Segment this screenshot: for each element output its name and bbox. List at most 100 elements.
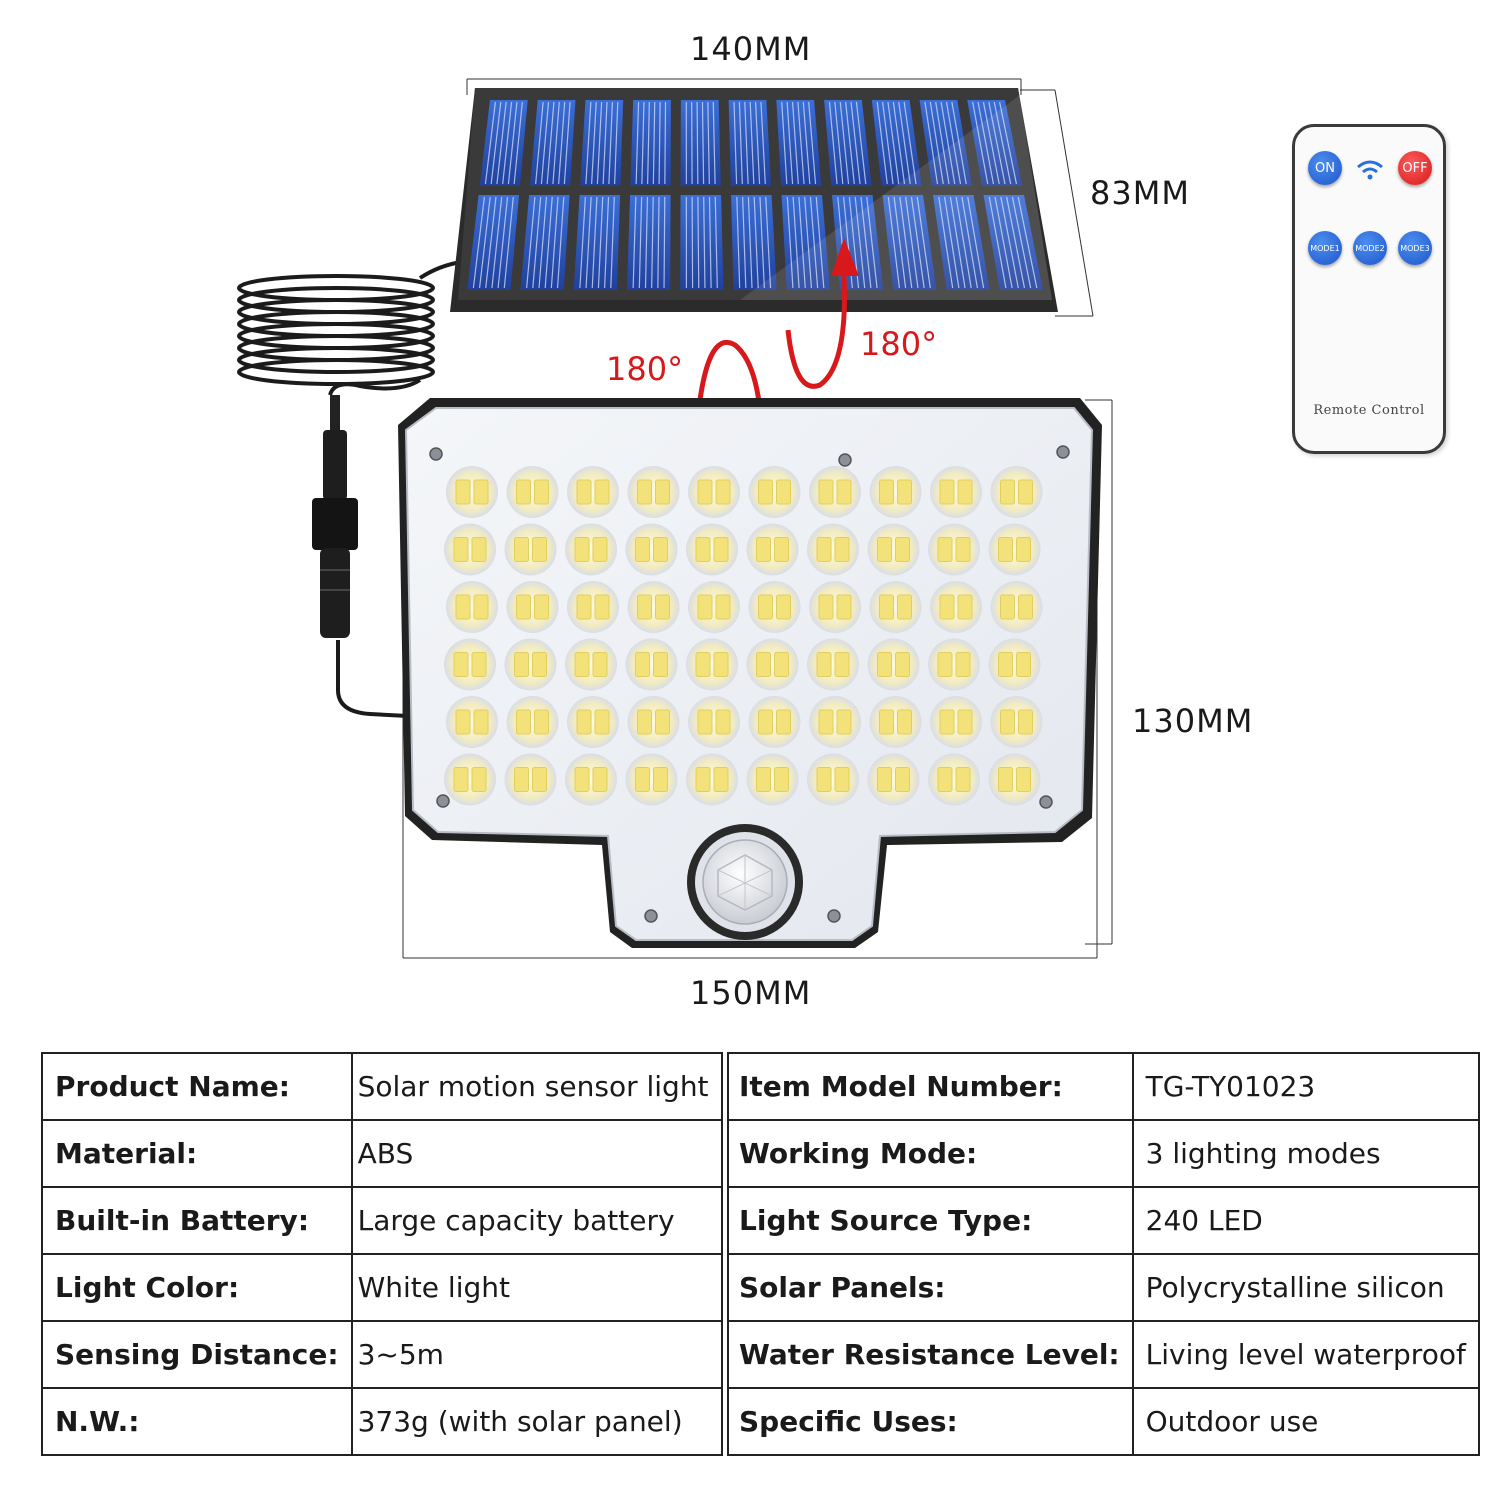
- led-chip: [895, 537, 910, 562]
- cell-busbar: [982, 101, 1000, 185]
- rotation-arrow-right: [785, 274, 847, 389]
- cell-busbar: [513, 101, 523, 185]
- led: [444, 753, 496, 806]
- led-chip: [998, 537, 1013, 562]
- led-chip: [471, 652, 487, 677]
- cell-busbar: [828, 101, 838, 185]
- table-row: Built-in Battery:Large capacity battery: [41, 1186, 723, 1255]
- cell-busbar: [538, 196, 548, 289]
- cell-busbar: [845, 101, 855, 185]
- led-chip: [937, 537, 953, 562]
- led: [807, 753, 859, 806]
- led-chip: [697, 709, 713, 735]
- cell-busbar: [591, 101, 597, 185]
- led: [930, 466, 982, 518]
- cell-busbar: [809, 196, 819, 289]
- led: [446, 466, 498, 518]
- spec-value: TG-TY01023: [1131, 1052, 1480, 1121]
- led-chip: [758, 709, 773, 735]
- led-chip: [697, 479, 713, 505]
- led: [567, 696, 619, 748]
- led: [627, 466, 680, 518]
- cell-busbar: [899, 196, 913, 289]
- led-chip: [655, 594, 670, 620]
- remote-mode1-button[interactable]: MODE1: [1308, 231, 1342, 265]
- led-chip: [592, 537, 608, 562]
- remote-off-button[interactable]: OFF: [1398, 151, 1432, 185]
- cell-busbar: [579, 196, 586, 289]
- led: [504, 638, 557, 691]
- led: [869, 696, 922, 748]
- led-chip: [1018, 479, 1033, 505]
- led-chip: [955, 537, 971, 562]
- cell-busbar: [850, 101, 861, 185]
- led-chip: [939, 709, 955, 735]
- led-chip: [834, 767, 850, 792]
- cell-busbar: [697, 196, 700, 289]
- panel-width-label: 140MM: [690, 30, 812, 68]
- led-chip: [818, 479, 834, 505]
- cell-busbar: [733, 101, 738, 185]
- table-row: Water Resistance Level:Living level wate…: [727, 1320, 1480, 1389]
- led: [867, 638, 920, 691]
- cell-busbar: [544, 196, 553, 289]
- cell-busbar: [903, 101, 917, 185]
- led: [506, 581, 559, 633]
- spec-key: Sensing Distance:: [41, 1320, 353, 1389]
- led-chip: [637, 479, 652, 505]
- spec-value: 373g (with solar panel): [350, 1387, 723, 1456]
- cell-busbar: [855, 101, 867, 185]
- cell-busbar: [951, 101, 967, 185]
- led-chip: [879, 594, 894, 620]
- led-chip: [957, 479, 973, 505]
- solar-cell: [983, 195, 1043, 290]
- cell-busbar: [742, 196, 747, 289]
- led-chip: [715, 479, 731, 505]
- spec-key: Water Resistance Level:: [727, 1320, 1134, 1389]
- led-chip: [836, 709, 852, 735]
- light-body: [398, 398, 1102, 948]
- led-chip: [574, 537, 590, 562]
- led: [988, 753, 1041, 806]
- led-chip: [818, 594, 834, 620]
- table-row: Solar Panels:Polycrystalline silicon: [727, 1253, 1480, 1322]
- led-chip: [834, 537, 850, 562]
- led: [988, 523, 1041, 576]
- led-chip: [1000, 594, 1015, 620]
- remote-mode2-button[interactable]: MODE2: [1353, 231, 1387, 265]
- cell-busbar: [708, 196, 712, 289]
- led: [506, 466, 559, 518]
- spec-value: Polycrystalline silicon: [1131, 1253, 1480, 1322]
- remote-control: ON OFF MODE1 MODE2 MODE3 Remote Control: [1292, 124, 1446, 454]
- spec-key: Built-in Battery:: [41, 1186, 353, 1255]
- cell-busbar: [866, 196, 878, 289]
- spec-value: Large capacity battery: [350, 1186, 723, 1255]
- cell-busbar: [760, 101, 766, 185]
- remote-mode3-button[interactable]: MODE3: [1398, 231, 1432, 265]
- led-chip: [836, 594, 852, 620]
- cell-busbar: [798, 196, 806, 289]
- cell-busbar: [929, 101, 944, 185]
- led: [748, 696, 801, 748]
- led-chip: [774, 652, 789, 677]
- cell-busbar: [485, 196, 497, 289]
- led: [444, 523, 496, 576]
- cell-busbar: [999, 101, 1018, 185]
- led-chip: [957, 709, 973, 735]
- cell-busbar: [945, 101, 962, 185]
- cell-busbar: [781, 101, 788, 185]
- cell-busbar: [657, 196, 660, 289]
- led-chip: [758, 594, 773, 620]
- rotation-angle-right: 180°: [860, 325, 938, 363]
- led: [807, 638, 859, 691]
- led: [928, 753, 980, 806]
- cell-busbar: [696, 101, 699, 185]
- led-chip: [1000, 479, 1015, 505]
- cell-busbar: [712, 101, 716, 185]
- led-chip: [532, 652, 547, 677]
- led-chip: [471, 767, 487, 792]
- remote-on-button[interactable]: ON: [1308, 151, 1342, 185]
- cell-busbar: [614, 101, 619, 185]
- cell-busbar: [802, 101, 811, 185]
- led-chip: [594, 479, 610, 505]
